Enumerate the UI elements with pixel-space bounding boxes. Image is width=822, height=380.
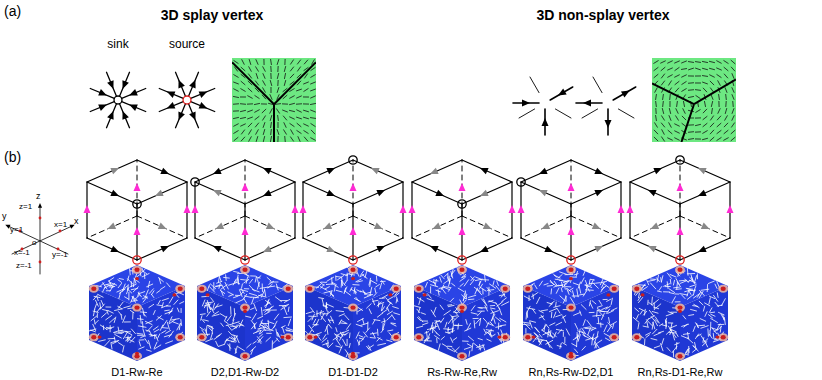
panel-title: 3D non-splay vertex (536, 8, 669, 23)
cube-caption: D2,D1-Rw-D2 (211, 366, 279, 378)
vertex-label: sink (107, 38, 128, 51)
axis-tick-label: z=1 (19, 203, 32, 212)
panel-label: (a) (4, 4, 21, 19)
axis-label: x (74, 217, 79, 227)
panel-label: (b) (4, 150, 21, 165)
axis-tick-label: x=-1 (14, 249, 30, 258)
cube-caption: D1-D1-D2 (328, 366, 378, 378)
cube-caption: D1-Rw-Re (111, 366, 162, 378)
panel-title: 3D splay vertex (161, 8, 264, 23)
axis-label: z (36, 192, 41, 202)
cube-caption: Rs-Rw-Re,Rw (427, 366, 497, 378)
axis-tick-label: x=1 (54, 221, 67, 230)
axis-tick-label: y=1 (10, 226, 23, 235)
axis-origin-label: o (32, 239, 36, 248)
cube-caption: Rn,Rs-Rw-D2,D1 (529, 366, 614, 378)
axis-tick-label: y=-1 (52, 251, 68, 260)
vertex-label: source (169, 38, 205, 51)
axis-label: y (2, 212, 7, 222)
cube-caption: Rn,Rs-D1-Re,Rw (638, 366, 723, 378)
axis-tick-label: z=-1 (16, 262, 32, 271)
